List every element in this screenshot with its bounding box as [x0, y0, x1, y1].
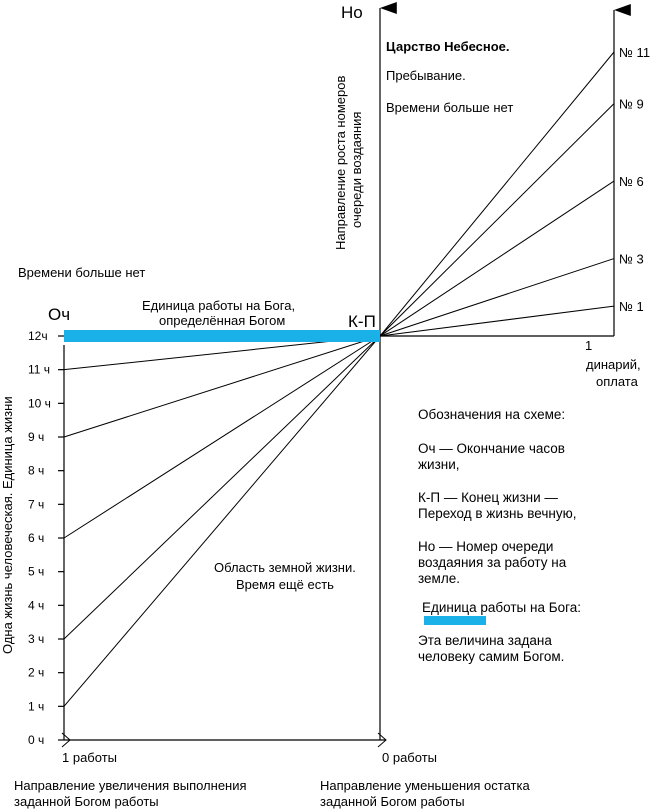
right-axis-label-1: динарий,	[586, 357, 641, 372]
hour-tick-label: 9 ч	[28, 430, 44, 444]
hour-tick-label: 8 ч	[28, 464, 44, 478]
vertical-axis-caption: Направление роста номеров очереди воздая…	[333, 76, 364, 250]
hour-scale: 0 ч 1 ч 2 ч 3 ч 4 ч 5 ч 6 ч 7 ч 8 ч 9 ч 10 ч 11 ч 12…	[28, 329, 64, 747]
hour-tick-label: 2 ч	[28, 666, 44, 680]
left-ray-line	[63, 335, 381, 539]
work-unit-caption-line1: Единица работы на Бога,	[142, 298, 295, 313]
bottom-right-tick: 0 работы	[382, 750, 437, 765]
right-ray-line	[379, 258, 615, 337]
vertical-axis-caption-line1: Направление роста номеров	[333, 76, 348, 250]
hour-tick-label: 4 ч	[28, 598, 44, 612]
right-ray-line	[379, 51, 615, 337]
hour-tick-label: 1 ч	[28, 699, 44, 713]
left-no-time: Времени больше нет	[18, 265, 145, 280]
queue-number-label: № 1	[619, 299, 644, 314]
right-ray-line	[379, 305, 615, 337]
bottom-left-caption-1: Направление увеличения выполнения	[14, 778, 247, 793]
axes	[61, 2, 631, 748]
earth-region-line1: Область земной жизни.	[214, 560, 356, 575]
queue-number-label: № 6	[619, 174, 644, 189]
legend-och-2: жизни,	[418, 457, 460, 472]
legend-unit-swatch	[424, 616, 486, 625]
legend-unit-desc-2: человеку самим Богом.	[418, 649, 564, 664]
legend: Обозначения на схеме: Оч — Окончание час…	[418, 407, 581, 664]
queue-number-label: № 11	[619, 45, 650, 60]
left-axis-caption: Одна жизнь человеческая. Единица жизни	[0, 396, 15, 654]
legend-no-2: воздаяния за работу на	[418, 555, 567, 570]
legend-no-1: Но — Номер очереди	[418, 539, 553, 554]
queue-number-label: № 3	[619, 252, 644, 267]
hour-tick-label: 10 ч	[28, 396, 51, 410]
hour-tick-label: 11 ч	[28, 363, 50, 377]
legend-kp-2: Переход в жизнь вечную,	[418, 506, 577, 521]
hour-tick-label: 6 ч	[28, 531, 44, 545]
queue-number-label: № 9	[619, 97, 644, 112]
legend-unit-desc-1: Эта величина задана	[418, 633, 552, 648]
heaven-line3: Времени больше нет	[386, 100, 513, 115]
legend-och-1: Оч — Окончание часов	[418, 441, 565, 456]
queue-number-scale: № 1 № 3 № 6 № 9 № 11	[619, 45, 650, 314]
bottom-right-caption-1: Направление уменьшения остатка	[320, 778, 530, 793]
right-axis-tick: 1	[585, 338, 592, 353]
left-hour-label: Оч	[48, 305, 70, 324]
bottom-axis-right-tick	[377, 732, 387, 748]
hour-tick-label: 12ч	[28, 329, 48, 343]
left-ray-line	[63, 335, 381, 707]
left-ray-line	[63, 335, 381, 438]
left-ray-line	[63, 335, 381, 640]
right-ray-line	[379, 103, 615, 337]
bottom-right-caption-2: заданной Богом работы	[320, 794, 465, 809]
legend-kp-1: К-П — Конец жизни —	[418, 490, 558, 505]
earth-region-line2: Время ещё есть	[236, 577, 334, 592]
heaven-line2: Пребывание.	[386, 68, 466, 83]
left-axis-caption-text: Одна жизнь человеческая. Единица жизни	[0, 396, 15, 654]
legend-unit: Единица работы на Бога:	[422, 600, 581, 615]
center-point-label: К-П	[348, 312, 376, 331]
top-axis-label: Но	[341, 3, 363, 22]
hour-tick-label: 7 ч	[28, 497, 44, 511]
bottom-left-caption-2: заданной Богом работы	[14, 794, 159, 809]
work-unit-bar	[64, 330, 380, 342]
legend-no-3: земле.	[418, 571, 460, 586]
right-axis-label-2: оплата	[596, 374, 639, 389]
hour-tick-label: 5 ч	[28, 565, 44, 579]
heaven-title: Царство Небесное.	[386, 39, 510, 54]
hour-tick-label: 3 ч	[28, 632, 44, 646]
hour-tick-label: 0 ч	[28, 733, 44, 747]
bottom-axis-left-tick	[61, 732, 71, 748]
vertical-axis-caption-line2: очереди воздаяния	[349, 112, 364, 228]
legend-title: Обозначения на схеме:	[418, 407, 565, 422]
right-ray-line	[379, 180, 615, 337]
work-unit-caption-line2: определённая Богом	[159, 313, 285, 328]
bottom-left-tick: 1 работы	[62, 750, 117, 765]
